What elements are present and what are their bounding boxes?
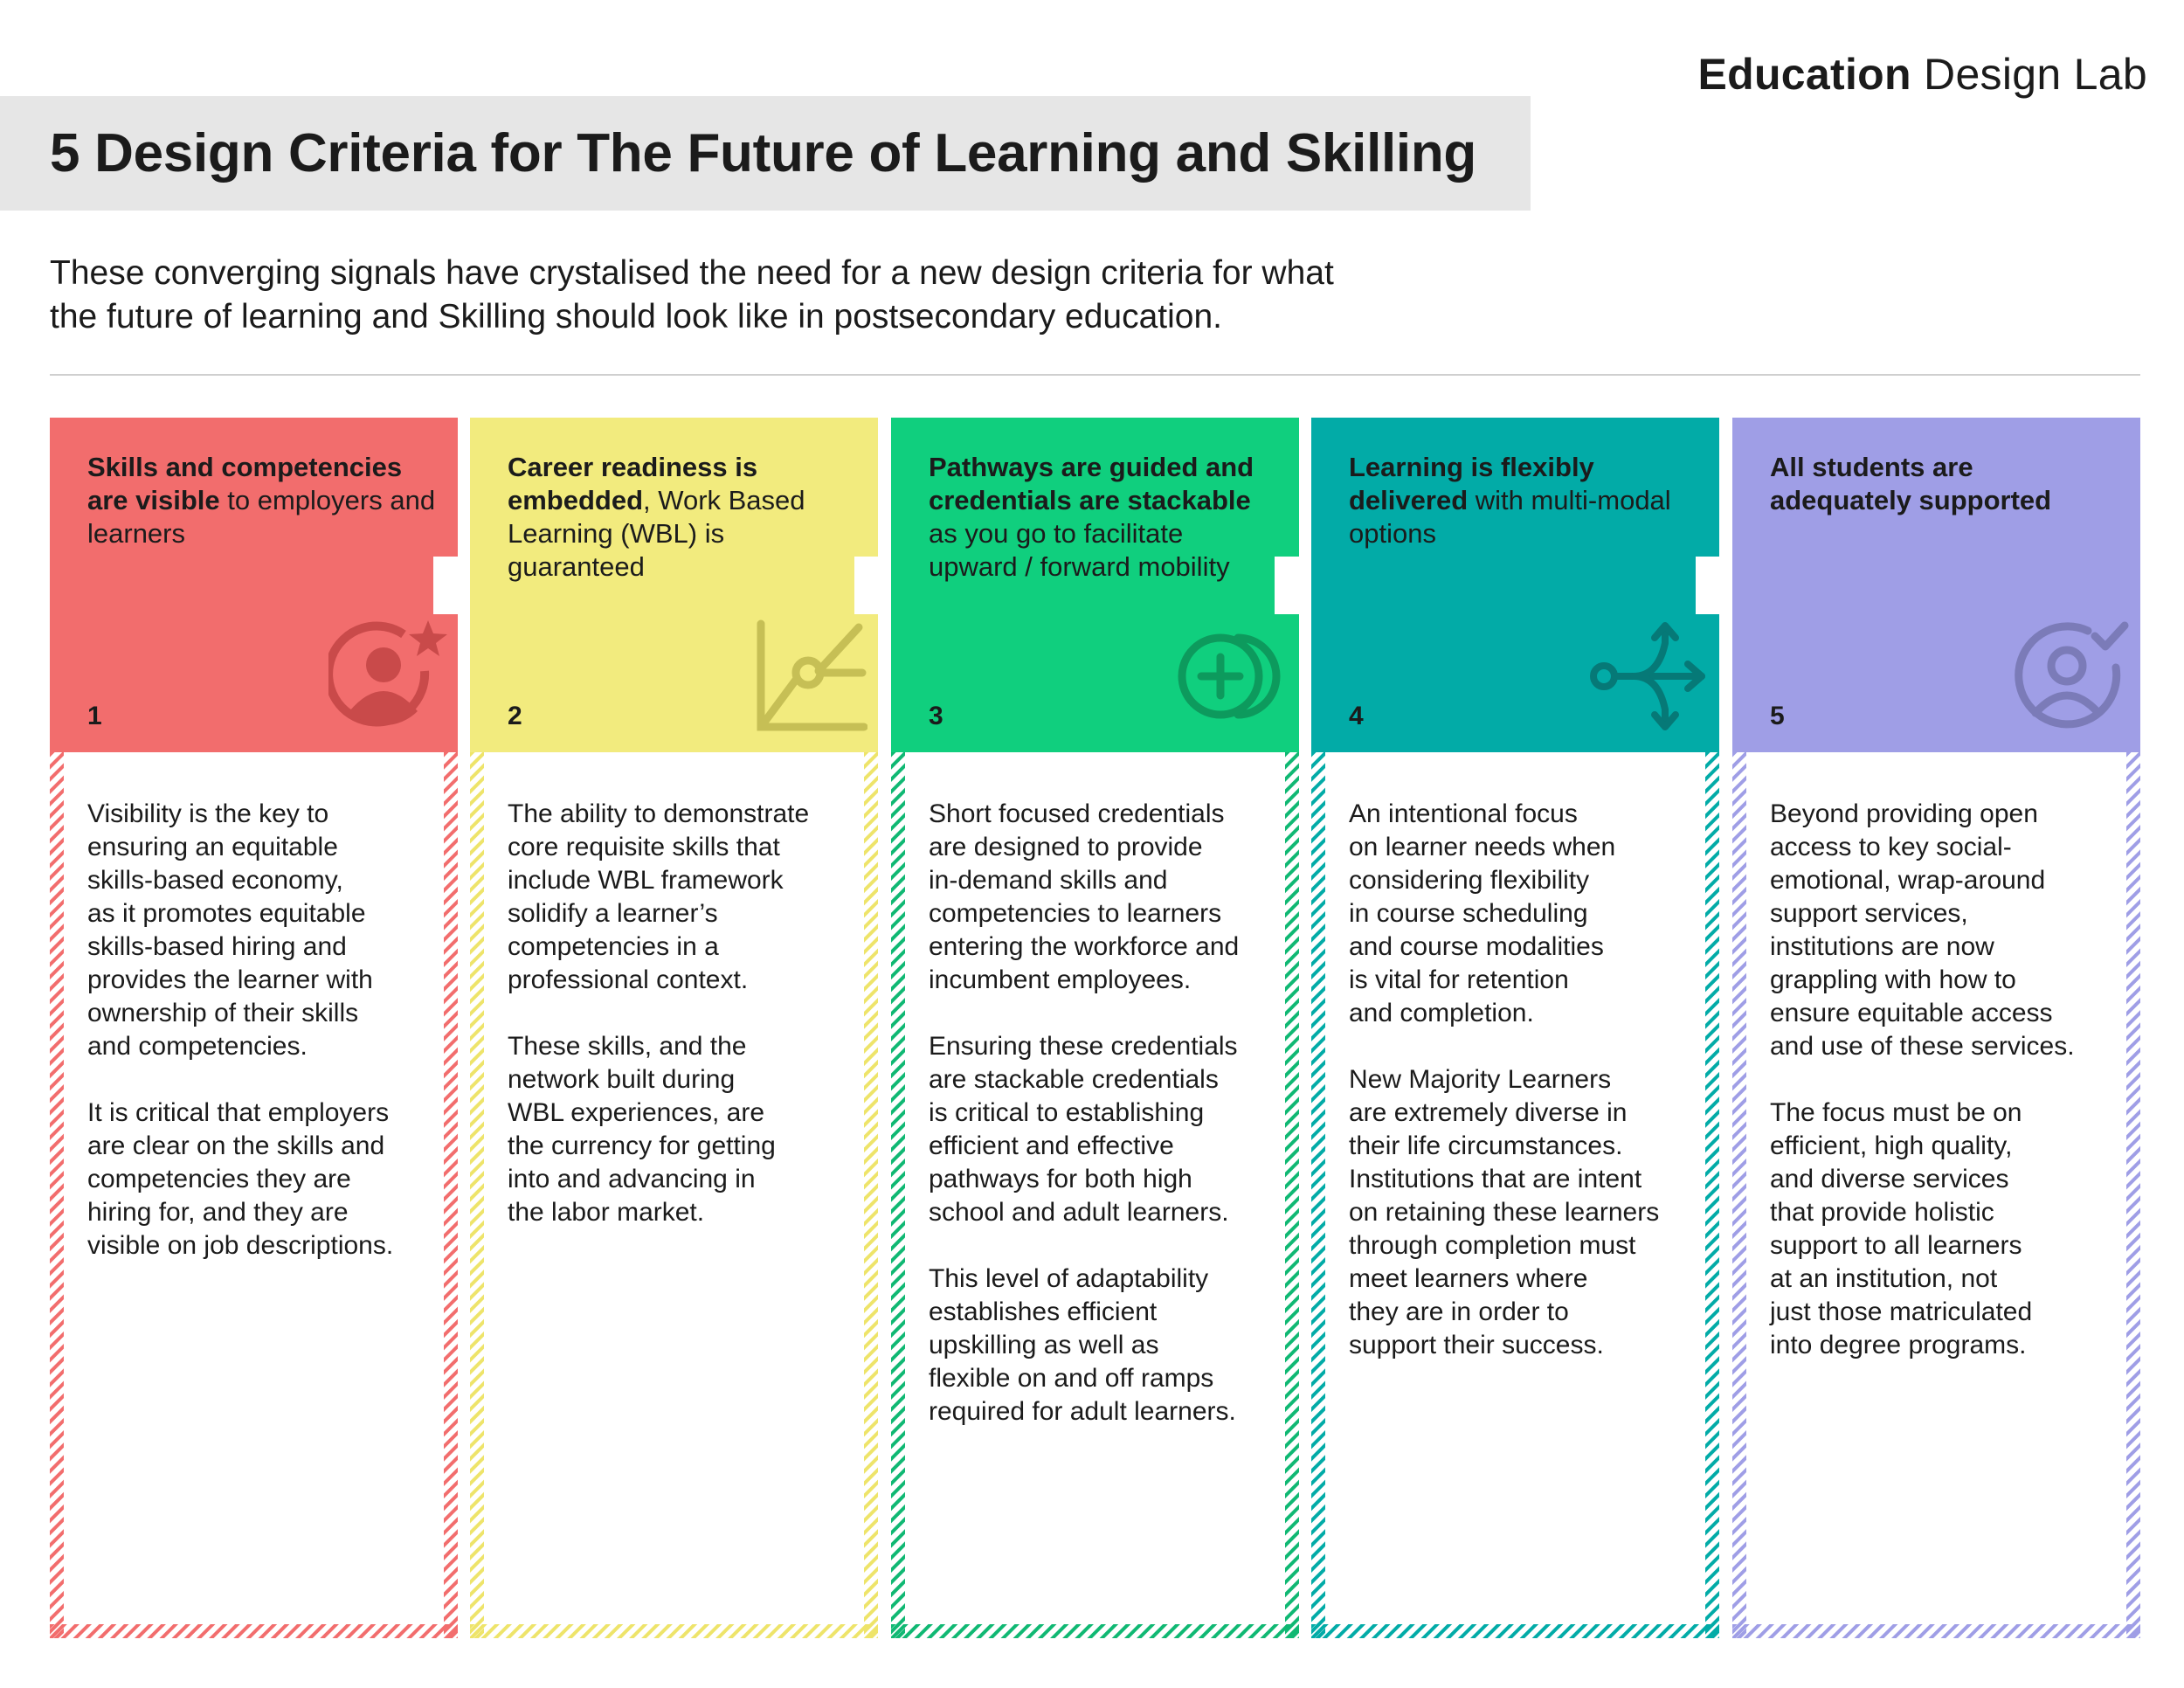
title-band: 5 Design Criteria for The Future of Lear… <box>0 96 1531 211</box>
card-heading: Career readiness is embedded, Work Based… <box>508 452 805 582</box>
brand-light: Design Lab <box>1924 50 2147 99</box>
user-star-icon <box>328 620 447 727</box>
card-border-left <box>891 752 905 1638</box>
card-number: 4 <box>1349 702 1364 730</box>
card-body: Beyond providing open access to key soci… <box>1732 752 2140 1638</box>
card-paragraph: This level of adaptability establishes e… <box>929 1264 1236 1426</box>
card-paragraph: The focus must be on efficient, high qua… <box>1770 1098 2033 1359</box>
card-body-text: An intentional focus on learner needs wh… <box>1349 798 1698 1395</box>
card-paragraph: Beyond providing open access to key soci… <box>1770 799 2075 1061</box>
card-paragraph: It is critical that employers are clear … <box>87 1098 394 1260</box>
card-body: The ability to demonstrate core requisit… <box>470 752 878 1638</box>
card-body-text: The ability to demonstrate core requisit… <box>508 798 857 1263</box>
card-body-text: Beyond providing open access to key soci… <box>1770 798 2119 1395</box>
criteria-card-2: Career readiness is embedded, Work Based… <box>470 418 878 1638</box>
divider <box>50 374 2140 376</box>
intro-line-1: These converging signals have crystalise… <box>50 254 1334 292</box>
brand-bold: Education <box>1697 50 1911 99</box>
card-border-bottom <box>1311 1624 1719 1638</box>
branching-arrows-icon <box>1590 622 1705 730</box>
brand-logo: Education Design Lab <box>1697 49 2147 100</box>
card-header: Career readiness is embedded, Work Based… <box>470 418 878 752</box>
card-body-text: Visibility is the key to ensuring an equ… <box>87 798 437 1296</box>
card-header: Learning is flexibly delivered with mult… <box>1311 418 1719 752</box>
card-paragraph: Short focused credentials are designed t… <box>929 799 1240 994</box>
criteria-card-1: Skills and competencies are visible to e… <box>50 418 458 1638</box>
card-number: 1 <box>87 702 102 730</box>
user-check-icon <box>2015 621 2129 729</box>
card-body-text: Short focused credentials are designed t… <box>929 798 1278 1462</box>
card-body: Visibility is the key to ensuring an equ… <box>50 752 458 1638</box>
growth-chart-icon <box>757 619 867 731</box>
intro-text: These converging signals have crystalise… <box>50 252 1430 339</box>
card-heading: Learning is flexibly delivered with mult… <box>1349 452 1671 549</box>
card-paragraph: The ability to demonstrate core requisit… <box>508 799 810 994</box>
card-heading: All students are adequately supported <box>1770 452 2052 515</box>
card-border-left <box>1311 752 1325 1638</box>
card-number: 3 <box>929 702 943 730</box>
card-heading: Pathways are guided and credentials are … <box>929 452 1254 582</box>
criteria-card-5: All students are adequately supported 5 … <box>1732 418 2140 1638</box>
card-border-right <box>1285 752 1299 1638</box>
criteria-card-4: Learning is flexibly delivered with mult… <box>1311 418 1719 1638</box>
card-number: 2 <box>508 702 522 730</box>
card-header: Pathways are guided and credentials are … <box>891 418 1299 752</box>
card-paragraph: An intentional focus on learner needs wh… <box>1349 799 1616 1027</box>
card-border-bottom <box>1732 1624 2140 1638</box>
card-body: An intentional focus on learner needs wh… <box>1311 752 1719 1638</box>
card-body: Short focused credentials are designed t… <box>891 752 1299 1638</box>
card-border-right <box>864 752 878 1638</box>
page-title: 5 Design Criteria for The Future of Lear… <box>50 123 1476 183</box>
stacked-coins-plus-icon <box>1178 633 1281 719</box>
card-number: 5 <box>1770 702 1785 730</box>
card-border-left <box>470 752 484 1638</box>
card-border-bottom <box>50 1624 458 1638</box>
card-paragraph: Ensuring these credentials are stackable… <box>929 1032 1238 1227</box>
card-border-bottom <box>470 1624 878 1638</box>
criteria-card-3: Pathways are guided and credentials are … <box>891 418 1299 1638</box>
card-border-right <box>2126 752 2140 1638</box>
card-border-right <box>444 752 458 1638</box>
card-border-right <box>1705 752 1719 1638</box>
intro-line-2: the future of learning and Skilling shou… <box>50 298 1223 336</box>
card-paragraph: These skills, and the network built duri… <box>508 1032 776 1227</box>
card-header: All students are adequately supported 5 <box>1732 418 2140 752</box>
card-paragraph: New Majority Learners are extremely dive… <box>1349 1065 1660 1359</box>
card-heading: Skills and competencies are visible to e… <box>87 452 436 549</box>
card-border-bottom <box>891 1624 1299 1638</box>
card-paragraph: Visibility is the key to ensuring an equ… <box>87 799 373 1061</box>
card-header: Skills and competencies are visible to e… <box>50 418 458 752</box>
card-border-left <box>50 752 64 1638</box>
card-border-left <box>1732 752 1746 1638</box>
